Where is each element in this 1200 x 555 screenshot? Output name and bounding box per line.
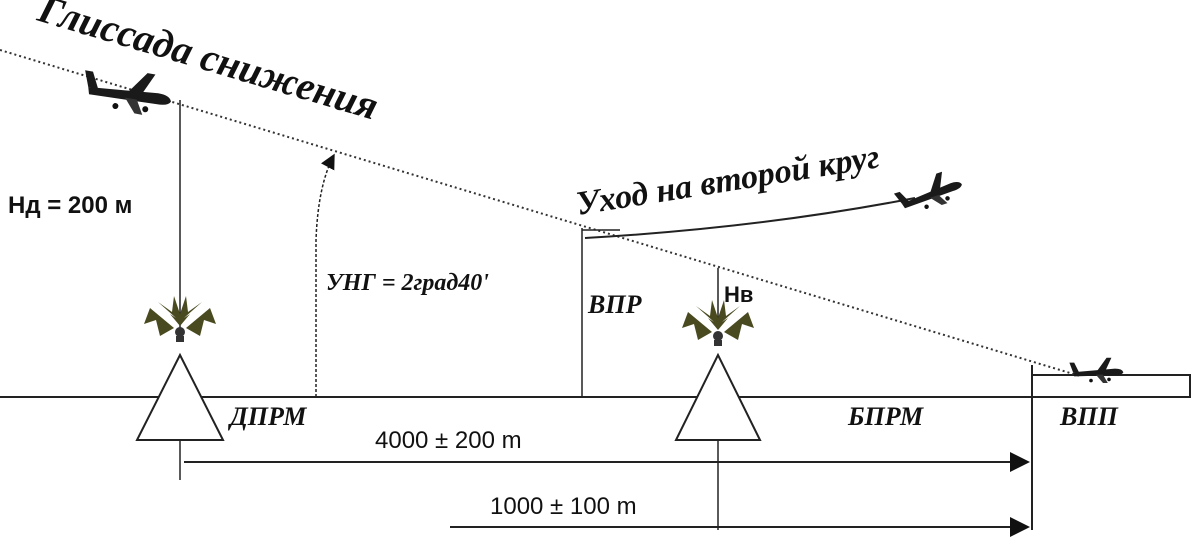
aircraft-icon bbox=[892, 167, 967, 218]
vpr-label: ВПР bbox=[587, 290, 643, 319]
runway bbox=[1031, 374, 1191, 398]
decision-altitude-label: Hд = 200 м bbox=[8, 192, 132, 219]
glide-path-line bbox=[0, 49, 1081, 377]
go-around-path bbox=[584, 197, 916, 239]
hv-label: Hв bbox=[724, 282, 753, 307]
glide-angle-arrow bbox=[315, 153, 335, 397]
aircraft-icon bbox=[79, 62, 176, 120]
glide-path-label: Глиссада снижения bbox=[32, 0, 383, 129]
inner-beacon bbox=[674, 300, 762, 441]
aircraft-icon bbox=[1069, 357, 1124, 383]
inner-distance-label: 1000 ± 100 m bbox=[490, 493, 637, 520]
go-around-label: Уход на второй круг bbox=[573, 138, 881, 222]
bprm-label: БПРМ bbox=[847, 402, 924, 431]
runway-threshold-label: ВПП bbox=[1059, 402, 1119, 431]
glide-angle-label: УНГ = 2град40' bbox=[326, 270, 489, 296]
outer-distance-label: 4000 ± 200 m bbox=[375, 427, 522, 454]
outer-beacon bbox=[135, 296, 225, 441]
dprm-label: ДПРМ bbox=[228, 402, 307, 431]
